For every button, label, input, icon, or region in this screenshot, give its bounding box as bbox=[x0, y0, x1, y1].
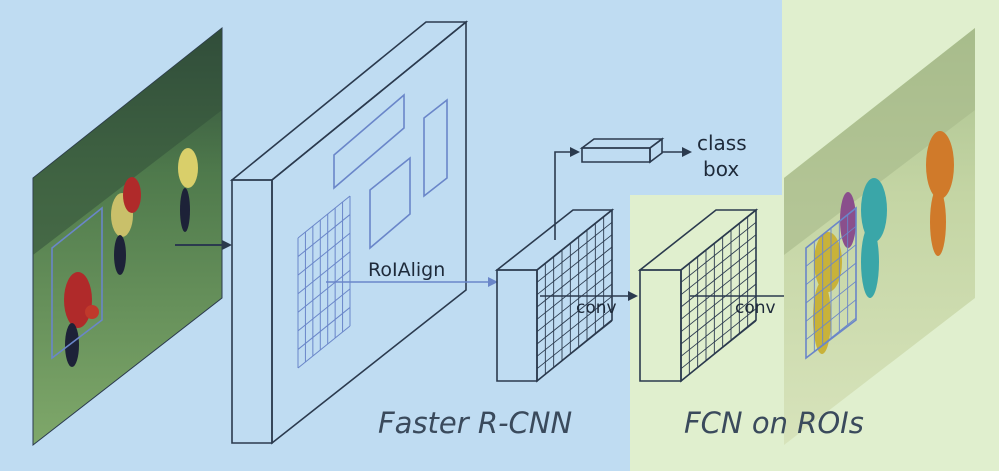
faster-rcnn-title: Faster R-CNN bbox=[378, 406, 572, 440]
roialign-arrow bbox=[326, 277, 498, 287]
conv-label-2: conv bbox=[735, 298, 776, 318]
fcn-title: FCN on ROIs bbox=[684, 406, 864, 440]
conv-arrow-1 bbox=[540, 291, 638, 301]
backbone-feature-map bbox=[229, 20, 469, 445]
roi-grid bbox=[297, 195, 351, 369]
roialign-label: RoIAlign bbox=[368, 259, 445, 281]
roi-cube-grid bbox=[536, 209, 613, 382]
class-label: class bbox=[697, 131, 747, 155]
conv-label-1: conv bbox=[576, 298, 617, 318]
roi-box bbox=[51, 206, 103, 360]
box-head-branch bbox=[554, 137, 692, 240]
fcn-cube-grid bbox=[680, 209, 757, 382]
instance-masks bbox=[813, 131, 954, 354]
input-image bbox=[32, 26, 223, 447]
output-roi-grid bbox=[805, 207, 857, 359]
box-label: box bbox=[703, 157, 739, 181]
arrow-image-to-backbone bbox=[175, 240, 232, 250]
player-figures bbox=[64, 148, 198, 367]
